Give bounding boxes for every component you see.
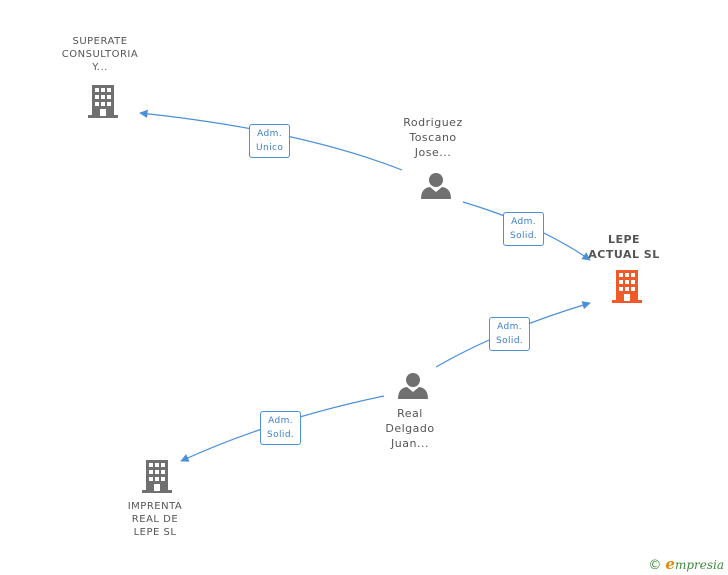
role-line: Adm.	[257, 129, 283, 139]
node-label-rodriguez[interactable]: Rodriguez Toscano Jose...	[383, 115, 483, 160]
role-line: Solid.	[267, 430, 295, 440]
label-line: IMPRENTA	[127, 501, 183, 512]
label-line: LEPE SL	[133, 527, 177, 538]
person-icon[interactable]	[398, 373, 428, 399]
node-label-imprenta[interactable]: IMPRENTA REAL DE LEPE SL	[105, 500, 205, 539]
role-line: Adm.	[497, 322, 523, 332]
label-line: CONSULTORIA	[61, 49, 139, 60]
building-icon[interactable]	[142, 460, 172, 493]
label-line: Y...	[92, 62, 108, 73]
brand-name: mpresia	[674, 558, 724, 572]
role-line: Solid.	[510, 231, 538, 241]
node-label-superate[interactable]: SUPERATE CONSULTORIA Y...	[50, 35, 150, 74]
node-label-lepe-actual[interactable]: LEPE ACTUAL SL	[574, 232, 674, 262]
label-line: Real	[397, 407, 423, 420]
building-icon[interactable]	[88, 85, 118, 118]
label-line: ACTUAL SL	[588, 248, 660, 261]
brand-initial: e	[665, 555, 675, 573]
label-line: Jose...	[414, 146, 452, 159]
label-line: Toscano	[409, 131, 457, 144]
role-line: Unico	[256, 143, 284, 153]
label-line: Rodriguez	[403, 116, 463, 129]
label-line: Juan...	[391, 437, 429, 450]
label-line: Delgado	[385, 422, 435, 435]
copyright-symbol: ©	[648, 558, 662, 573]
person-icon[interactable]	[421, 173, 451, 199]
role-line: Adm.	[511, 217, 537, 227]
brand-logo: ©empresia	[648, 555, 724, 573]
label-line: SUPERATE	[72, 36, 128, 47]
label-line: LEPE	[607, 233, 641, 246]
node-label-real-delgado[interactable]: Real Delgado Juan...	[360, 406, 460, 451]
building-icon[interactable]	[612, 270, 642, 303]
role-badge-adm-solid[interactable]: Adm. Solid.	[503, 212, 545, 246]
label-line: REAL DE	[131, 514, 179, 525]
role-badge-adm-solid[interactable]: Adm. Solid.	[260, 411, 302, 445]
role-line: Solid.	[496, 336, 524, 346]
role-line: Adm.	[268, 416, 294, 426]
role-badge-adm-solid[interactable]: Adm. Solid.	[489, 317, 531, 351]
role-badge-adm-unico[interactable]: Adm. Unico	[249, 124, 291, 158]
